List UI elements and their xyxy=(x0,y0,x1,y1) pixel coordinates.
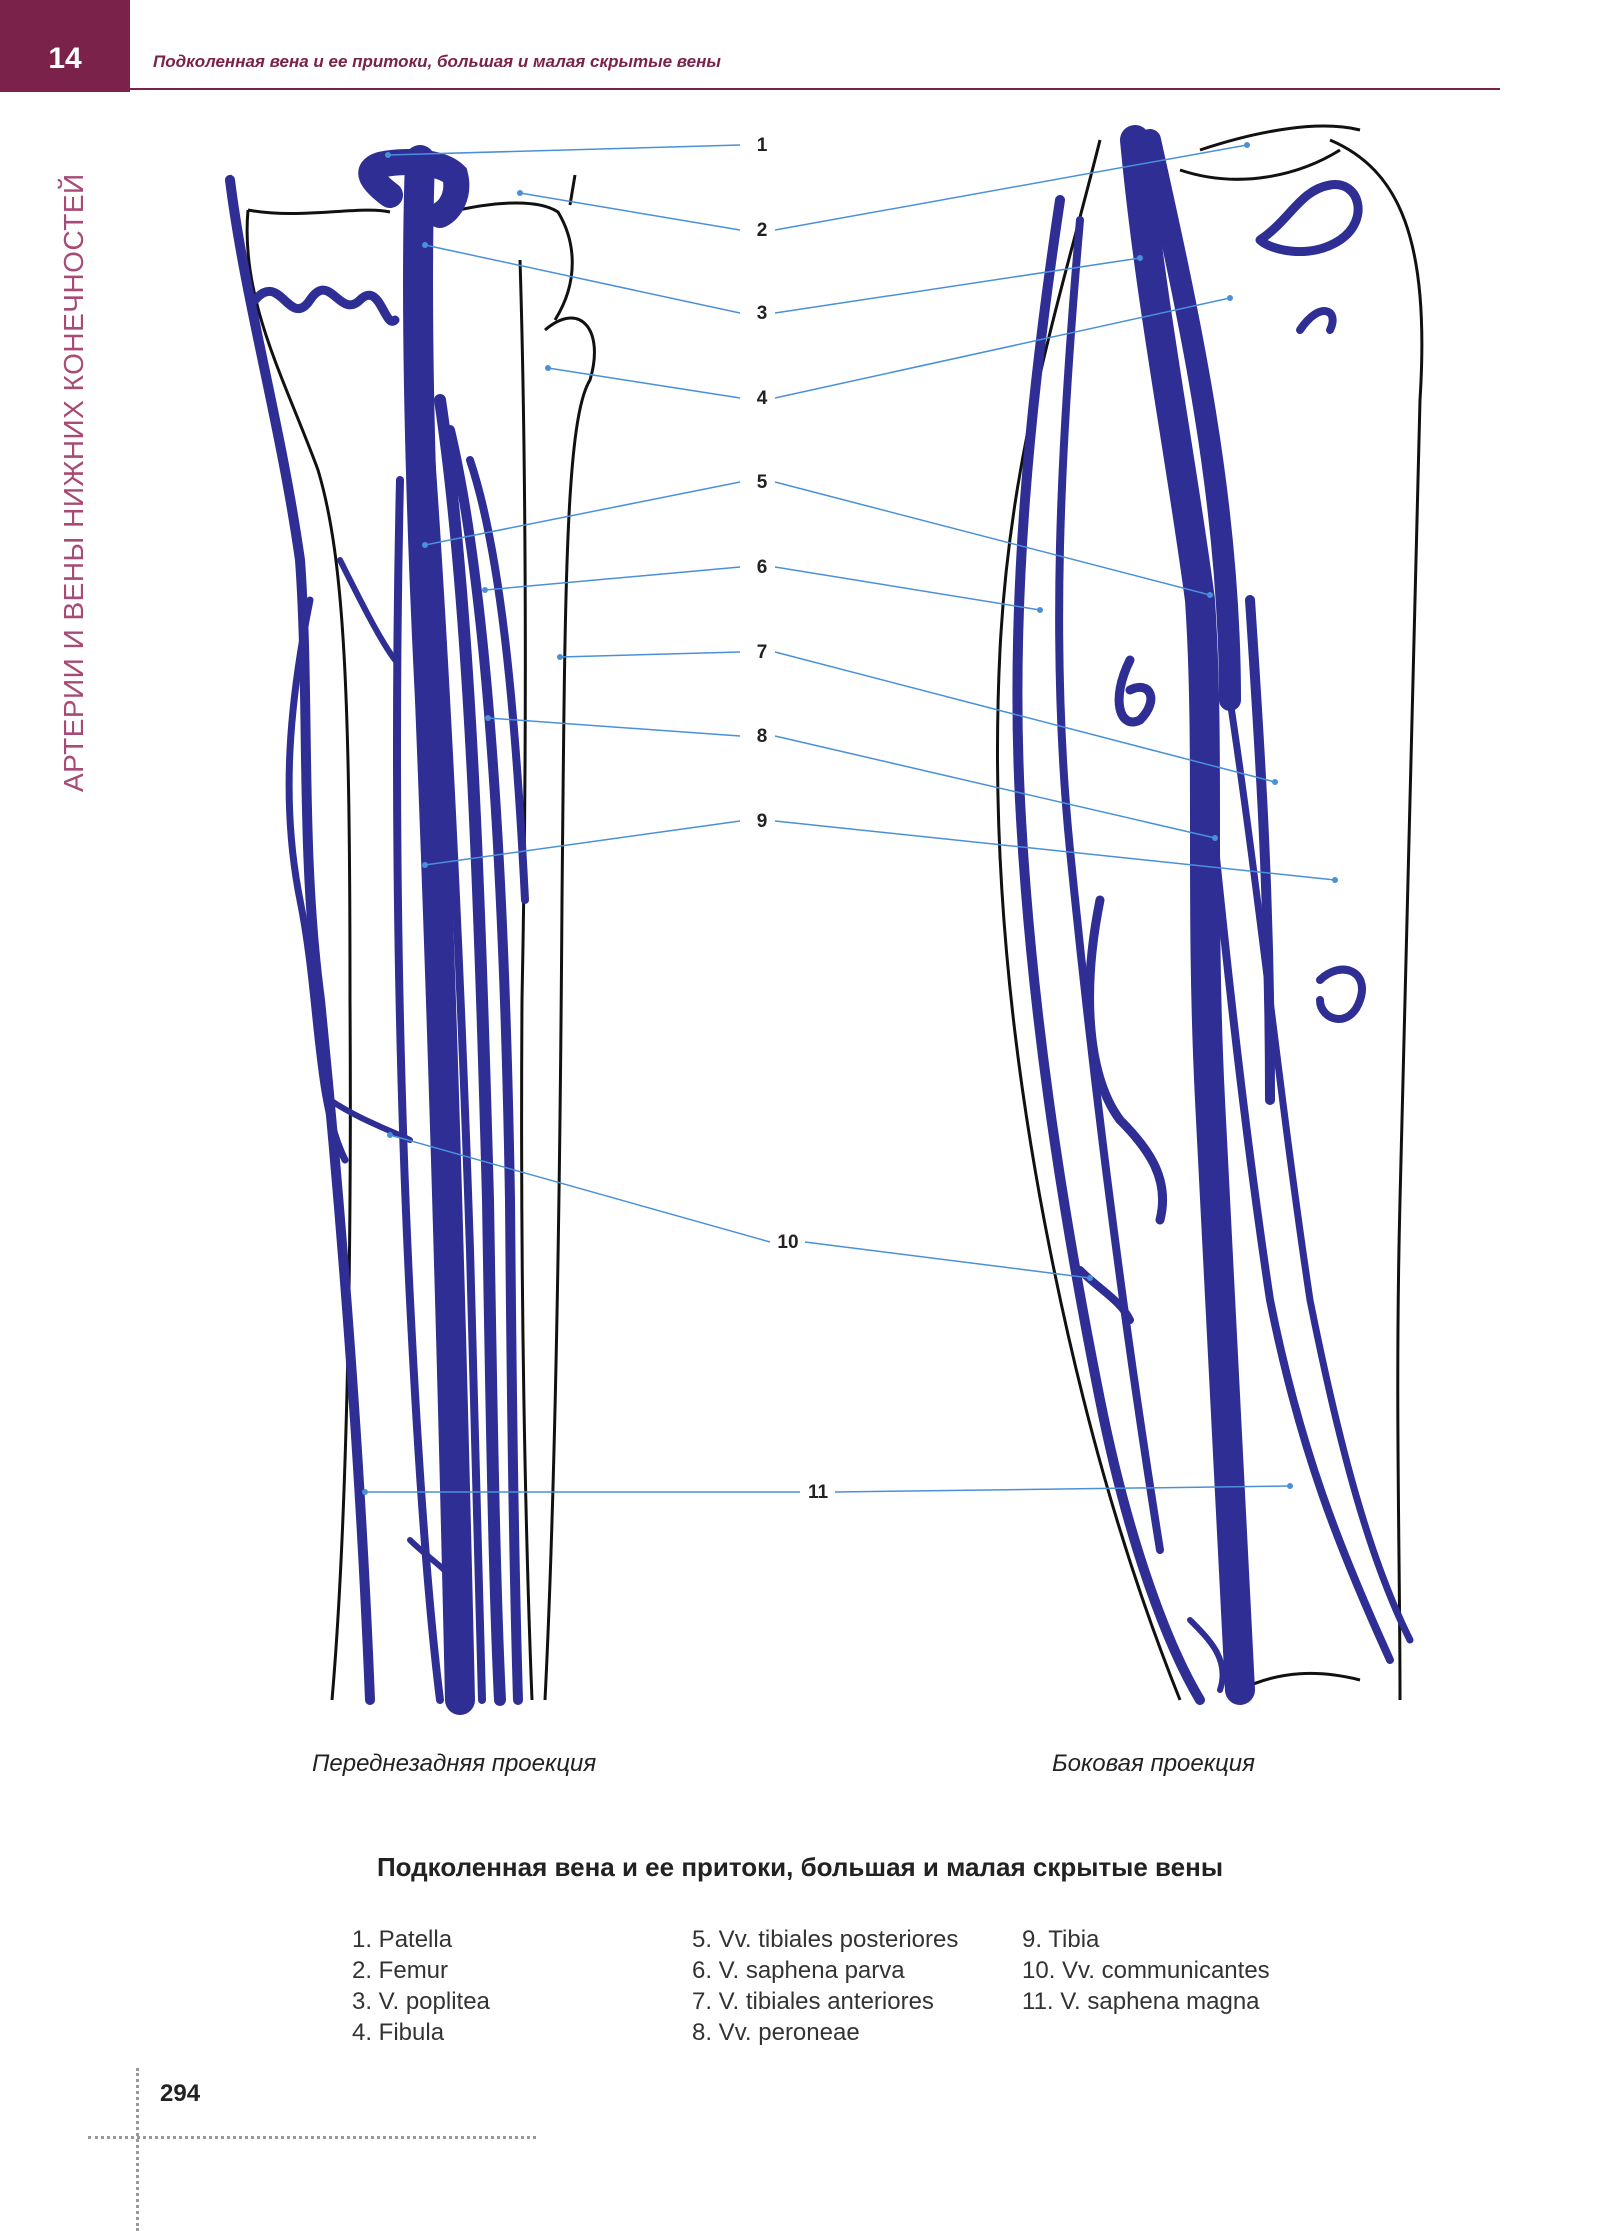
legend-item: 1. Patella xyxy=(352,1926,453,1953)
callout-2: 2 xyxy=(757,220,768,241)
legend-column-1: 1. Patella 2. Femur 3. V. poplitea 4. Fi… xyxy=(352,1924,490,2048)
legend-item: 4. Fibula xyxy=(352,2019,445,2046)
legend-item: 2. Femur xyxy=(352,1957,449,1984)
right-projection-caption: Боковая проекция xyxy=(1052,1750,1255,1777)
callout-1: 1 xyxy=(757,135,768,156)
legend-item: 10. Vv. communicantes xyxy=(1022,1957,1270,1984)
chapter-number: 14 xyxy=(48,42,82,75)
left-projection-caption: Переднезадняя проекция xyxy=(312,1750,597,1777)
callout-10: 10 xyxy=(777,1232,798,1253)
legend-item: 9. Tibia xyxy=(1022,1926,1100,1953)
callout-7: 7 xyxy=(757,642,768,663)
left-leg-veins xyxy=(225,145,529,1715)
callout-dots xyxy=(362,142,1338,1495)
callout-11: 11 xyxy=(808,1482,829,1503)
legend-item: 6. V. saphena parva xyxy=(692,1957,905,1984)
figure-title: Подколенная вена и ее притоки, большая и… xyxy=(376,1852,1224,1882)
page-number: 294 xyxy=(160,2080,201,2107)
legend-item: 5. Vv. tibiales posteriores xyxy=(692,1926,959,1953)
callout-5: 5 xyxy=(757,472,768,493)
header-rule xyxy=(130,88,1500,90)
running-title: Подколенная вена и ее притоки, большая и… xyxy=(153,52,721,71)
footer-dotted-rule-vertical xyxy=(136,2068,139,2231)
callout-4: 4 xyxy=(757,388,768,409)
legend-item: 7. V. tibiales anteriores xyxy=(692,1988,934,2015)
legend-column-3: 9. Tibia 10. Vv. communicantes 11. V. sa… xyxy=(1022,1924,1270,2017)
chapter-tab xyxy=(0,0,130,92)
veins-illustration: 1 2 3 4 5 6 7 8 9 10 11 xyxy=(225,124,1424,1715)
legend-item: 3. V. poplitea xyxy=(352,1988,490,2015)
callout-leaders xyxy=(365,144,1336,1493)
callout-8: 8 xyxy=(757,726,768,747)
callout-3: 3 xyxy=(757,303,768,324)
legend-item: 8. Vv. peroneae xyxy=(692,2019,860,2046)
callout-9: 9 xyxy=(757,811,768,832)
legend-item: 11. V. saphena magna xyxy=(1022,1988,1260,2015)
right-leg-veins xyxy=(1012,125,1414,1705)
legend-column-2: 5. Vv. tibiales posteriores 6. V. saphen… xyxy=(692,1924,958,2048)
footer-dotted-rule-horizontal xyxy=(88,2136,536,2139)
callout-6: 6 xyxy=(757,557,768,578)
